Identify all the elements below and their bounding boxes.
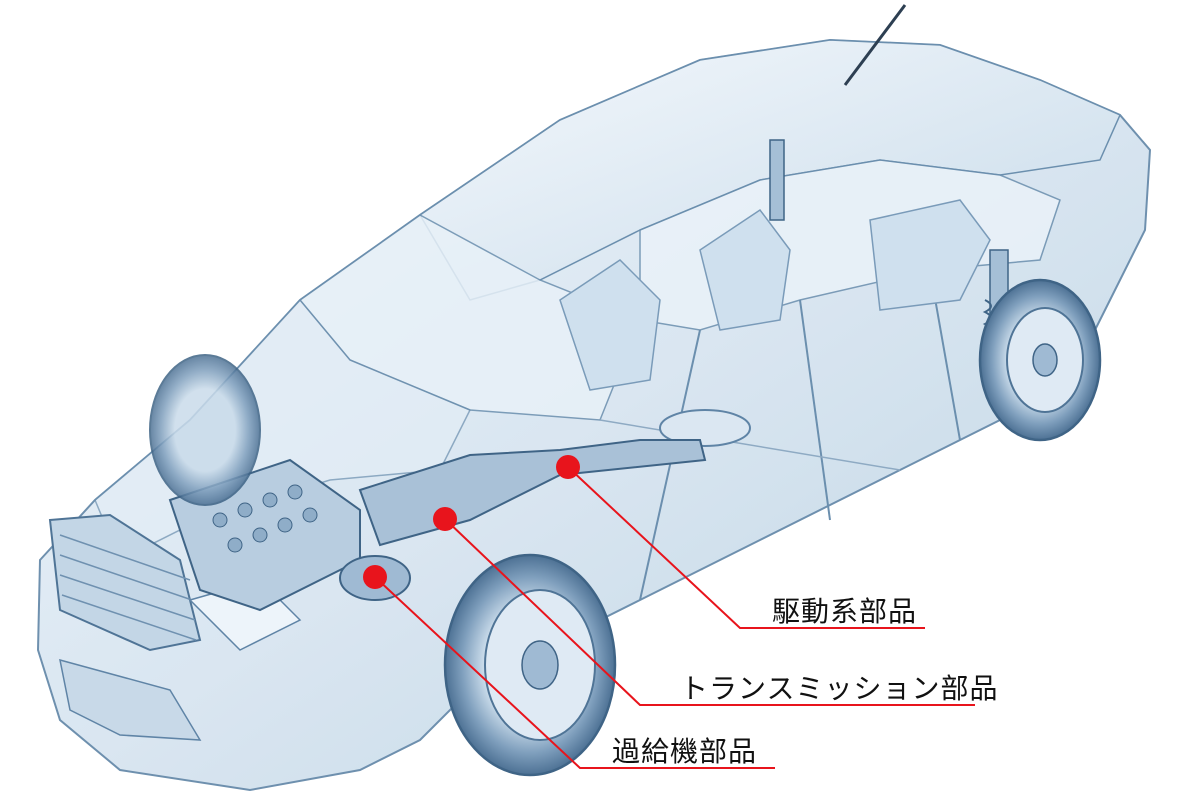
callout-line-transmission — [444, 518, 975, 706]
label-drive-parts: 駆動系部品 — [772, 595, 918, 628]
front-left-wheel — [443, 553, 617, 777]
front-right-wheel — [149, 354, 261, 506]
callout-dot-transmission — [433, 507, 457, 531]
label-turbo-parts: 過給機部品 — [612, 735, 758, 768]
rear-left-wheel — [978, 278, 1102, 442]
label-transmission-parts: トランスミッション部品 — [680, 672, 999, 705]
callout-line-turbo — [374, 576, 775, 769]
callout-dot-turbo — [363, 565, 387, 589]
callout-dots — [363, 455, 580, 589]
callout-lines — [374, 466, 975, 769]
callout-dot-drive — [556, 455, 580, 479]
callout-line-drive — [567, 466, 925, 629]
